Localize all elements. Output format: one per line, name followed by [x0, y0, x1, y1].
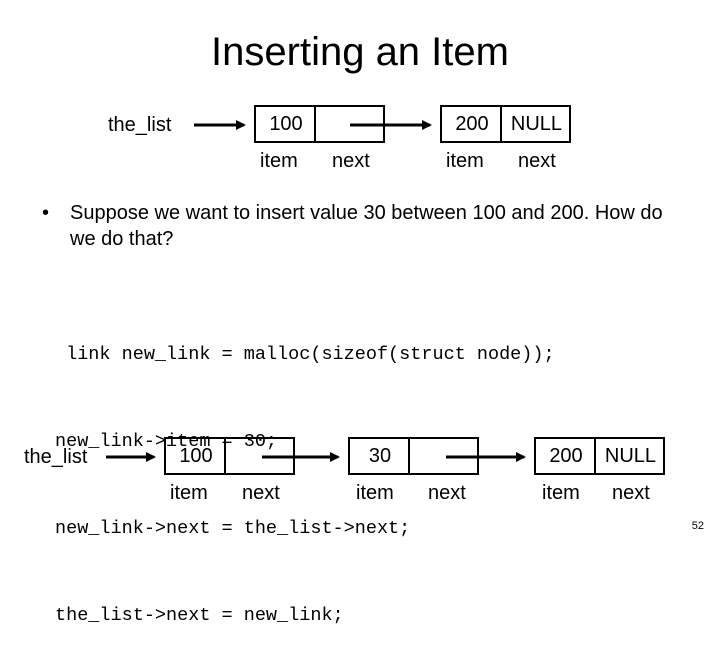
bottom-node-3: 200 NULL: [534, 437, 665, 475]
top-node-2-item: 200: [455, 112, 489, 135]
bottom-node-2-next-caption: next: [428, 482, 466, 504]
bottom-node-3-item: 200: [549, 444, 583, 467]
top-node-2: 200 NULL: [440, 105, 571, 143]
top-node-1-next-caption: next: [332, 150, 370, 172]
bottom-node-1-next-caption: next: [242, 482, 280, 504]
top-head-label: the_list: [108, 114, 172, 136]
bullet-text: Suppose we want to insert value 30 betwe…: [70, 202, 663, 250]
top-node-2-next-caption: next: [518, 150, 556, 172]
page-number: 52: [691, 520, 704, 532]
top-node-1-item-caption: item: [260, 150, 298, 172]
bullet-dot: •: [42, 202, 50, 224]
bottom-head-label: the_list: [24, 446, 88, 468]
bottom-node-1-item-caption: item: [170, 482, 208, 504]
top-node-2-divider: [500, 107, 502, 141]
code-line: link new_link = malloc(sizeof(struct nod…: [55, 344, 555, 365]
top-node-1-divider: [314, 107, 316, 141]
top-node-1-item: 100: [269, 112, 303, 135]
bottom-node-2-item-caption: item: [356, 482, 394, 504]
slide-title: Inserting an Item: [211, 30, 509, 74]
bottom-node-3-next-caption: next: [612, 482, 650, 504]
top-node-2-next: NULL: [510, 112, 563, 135]
bottom-node-2-item: 30: [368, 444, 392, 467]
bottom-node-3-item-caption: item: [542, 482, 580, 504]
code-line: new_link->next = the_list->next;: [55, 518, 411, 539]
bottom-node-1-divider: [224, 439, 226, 473]
code-line: new_link->item = 30;: [55, 431, 278, 452]
bottom-node-2-divider: [408, 439, 410, 473]
bottom-node-3-divider: [594, 439, 596, 473]
bottom-node-1-item: 100: [179, 444, 213, 467]
arrows-layer: [106, 120, 526, 462]
code-line: the_list->next = new_link;: [55, 605, 344, 626]
top-node-2-item-caption: item: [446, 150, 484, 172]
bottom-node-3-next: NULL: [604, 444, 657, 467]
